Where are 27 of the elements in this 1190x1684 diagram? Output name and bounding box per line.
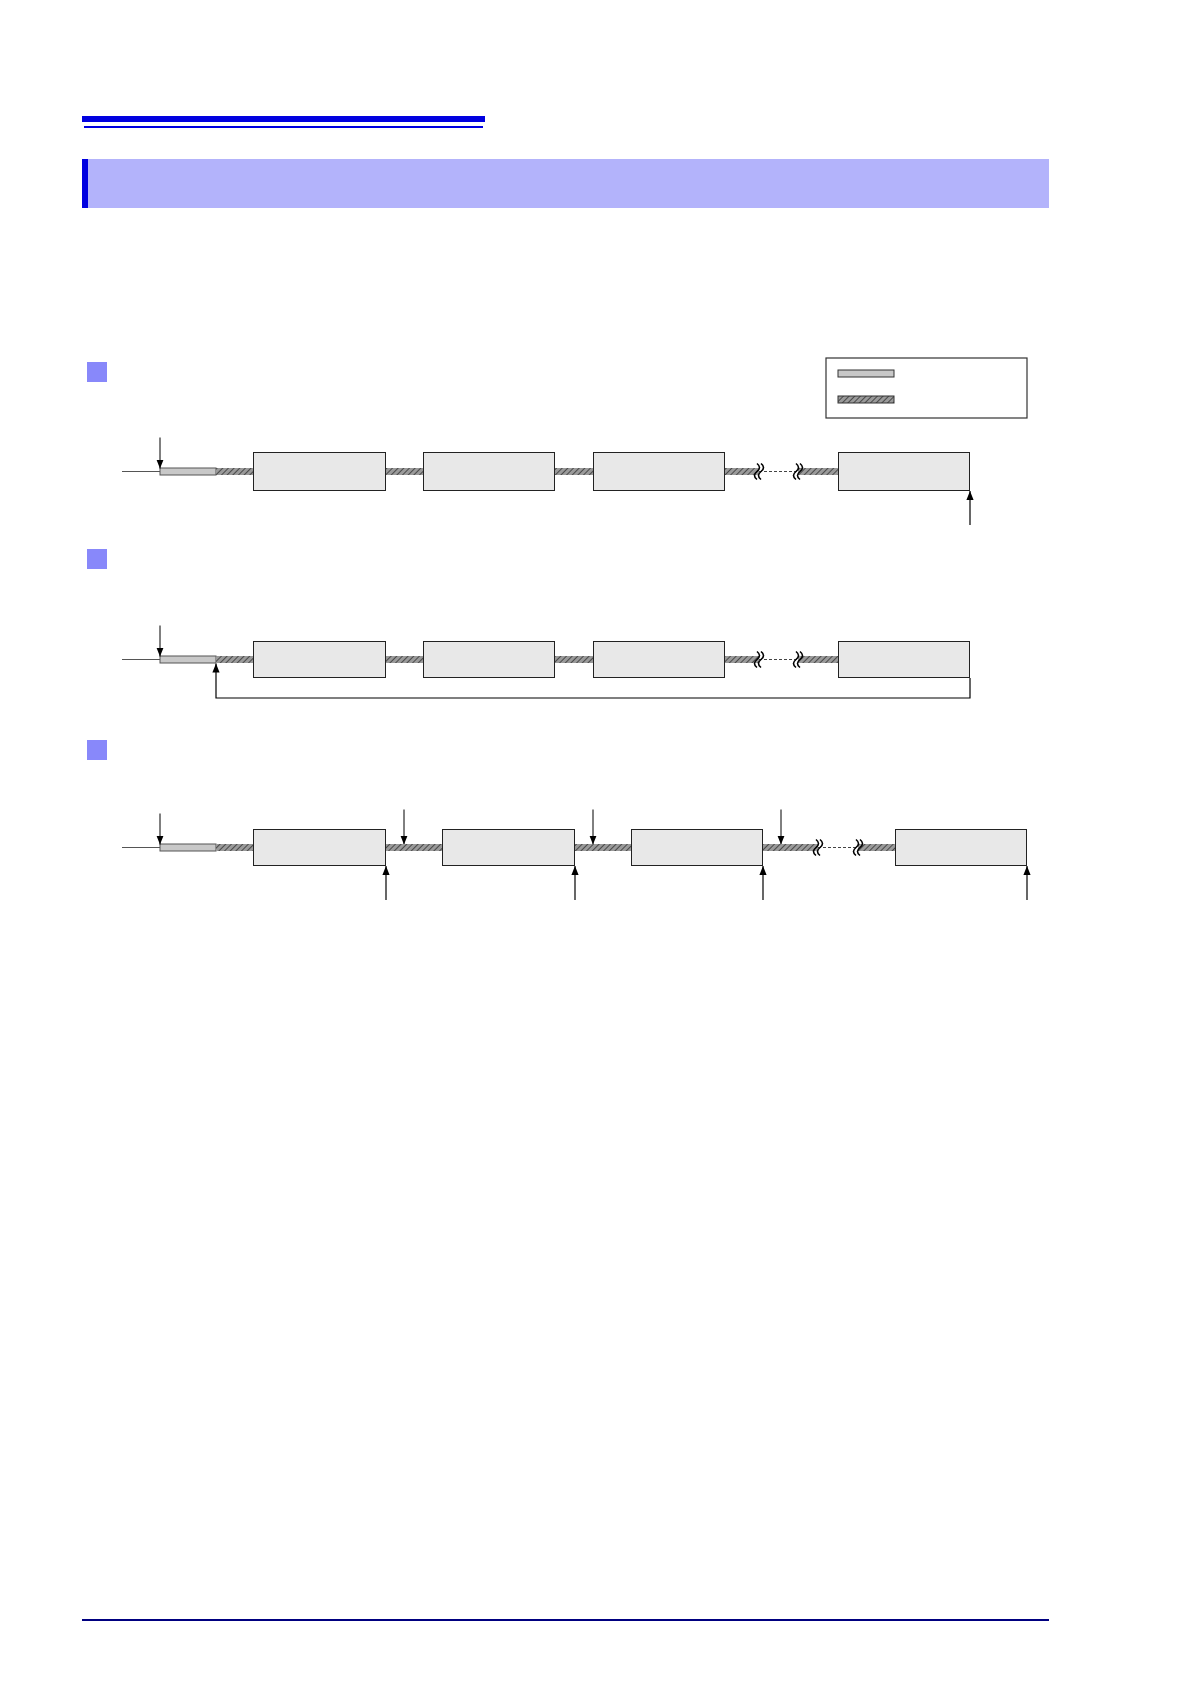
arrow — [212, 662, 971, 699]
process-box — [593, 641, 725, 678]
arrow — [966, 490, 974, 526]
timing-bar — [555, 468, 593, 475]
timing-bar — [575, 844, 631, 851]
process-box — [423, 641, 555, 678]
process-box — [423, 452, 555, 491]
process-box — [593, 452, 725, 491]
process-box — [895, 829, 1027, 866]
process-box — [253, 829, 386, 866]
timing-bar — [386, 656, 423, 663]
process-box — [631, 829, 763, 866]
process-box — [253, 452, 386, 491]
timing-bar — [386, 468, 423, 475]
arrow — [571, 865, 579, 901]
timing-bar — [216, 656, 253, 663]
arrow — [1023, 865, 1031, 901]
timing-bar — [386, 844, 442, 851]
process-box — [253, 641, 386, 678]
process-box — [838, 641, 970, 678]
timing-bar — [216, 844, 253, 851]
timing-bar — [555, 656, 593, 663]
process-box — [838, 452, 970, 491]
arrow — [382, 865, 390, 901]
timing-bar — [216, 468, 253, 475]
arrow — [759, 865, 767, 901]
process-box — [442, 829, 575, 866]
